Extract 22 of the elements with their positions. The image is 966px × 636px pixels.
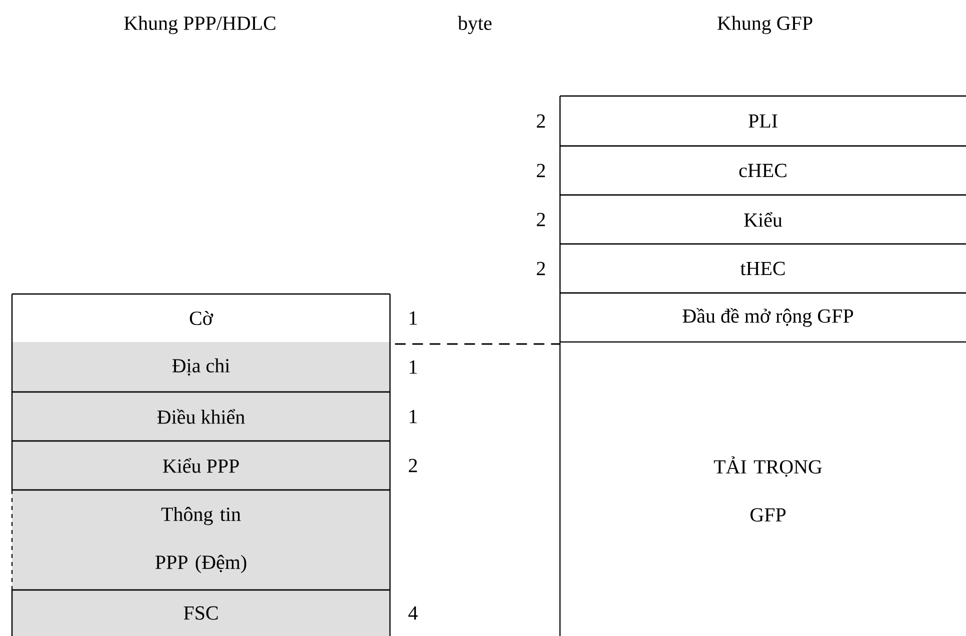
field-cell: Địa chi [11,342,391,393]
byte-count: 1 [410,360,417,374]
column-heading: Khung GFP [718,16,812,34]
field-cell: Cờ [11,293,391,342]
field-cell: FSC [11,589,391,636]
field-cell: Điều khiển [11,391,391,442]
field-cell: cHEC [559,145,966,196]
byte-count: 2 [536,212,545,226]
byte-count: 2 [536,114,545,128]
field-cell: Đầu đề mở rộng GFP [559,292,966,343]
column-heading: byte [458,16,492,34]
field-cell: PLI [559,95,966,147]
column-heading: Khung PPP/HDLC [124,16,276,34]
byte-count: 2 [536,164,545,178]
field-cell: Kiểu PPP [11,440,391,491]
field-cell: tHEC [559,243,966,294]
byte-count: 4 [408,606,418,620]
byte-count: 2 [408,458,417,472]
byte-count: 1 [410,311,417,325]
field-cell: Kiểu [559,194,966,245]
byte-count: 1 [410,410,417,424]
byte-count: 2 [536,262,545,276]
